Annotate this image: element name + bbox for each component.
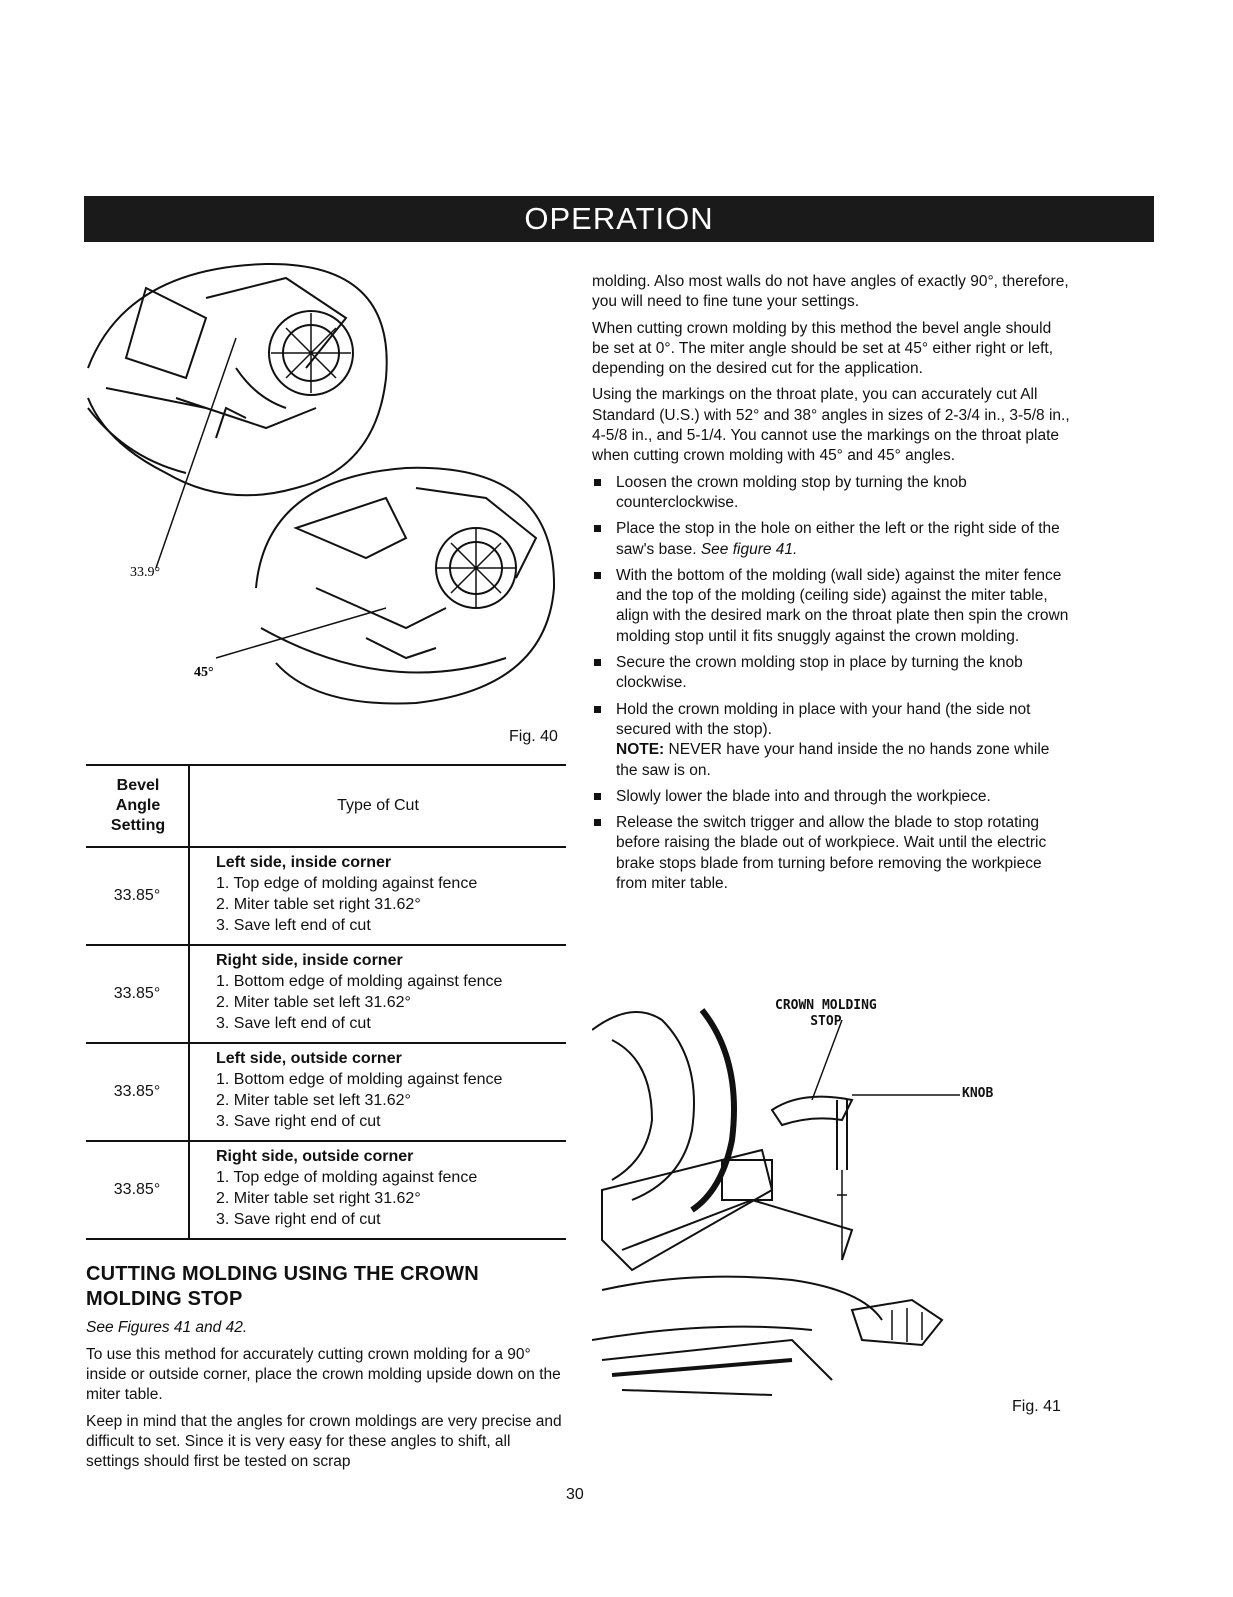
label-line: CROWN MOLDING [775, 998, 877, 1013]
header-type-of-cut: Type of Cut [337, 797, 419, 814]
angle-label-45: 45° [194, 665, 214, 680]
bullet-icon [594, 705, 601, 713]
section-title: CUTTING MOLDING USING THE CROWN MOLDING … [86, 1263, 479, 1310]
row-title: Right side, outside corner [216, 1148, 414, 1165]
list-item-text: Secure the crown molding stop in place b… [616, 654, 1023, 692]
list-item-text: With the bottom of the molding (wall sid… [616, 566, 1069, 645]
header-line-setting: Setting [110, 817, 166, 834]
right-paragraph-2: When cutting crown molding by this metho… [592, 319, 1054, 378]
section-header-bar: OPERATION [84, 196, 1154, 242]
row-angle: 33.85° [113, 1083, 161, 1100]
list-item: Slowly lower the blade into and through … [592, 787, 1072, 807]
list-item: Loosen the crown molding stop by turning… [592, 473, 1072, 514]
row-step: 1. Bottom edge of molding against fence [216, 973, 503, 990]
crown-molding-stop-label: CROWN MOLDING STOP [775, 998, 877, 1030]
row-step: 2. Miter table set right 31.62° [216, 1190, 421, 1207]
row-step: 3. Save left end of cut [216, 917, 371, 934]
list-item: Secure the crown molding stop in place b… [592, 653, 1072, 694]
page-number: 30 [566, 1486, 584, 1503]
table-header: Bevel Angle Setting Type of Cut [86, 764, 566, 846]
instruction-list: Loosen the crown molding stop by turning… [592, 473, 1072, 895]
list-item-text: Slowly lower the blade into and through … [616, 787, 991, 805]
row-step: 1. Bottom edge of molding against fence [216, 1071, 503, 1088]
table-bottom-rule [86, 1238, 566, 1240]
bullet-icon [594, 659, 601, 667]
table-column-divider [188, 764, 190, 1238]
list-item-text: Place the stop in the hole on either the… [616, 520, 1060, 558]
row-step: 1. Top edge of molding against fence [216, 875, 478, 892]
figure-40-illustration: 33.9° 45° [87, 262, 556, 705]
figure-40-caption: Fig. 40 [509, 728, 558, 745]
left-paragraph-1: To use this method for accurately cuttin… [86, 1346, 561, 1403]
row-step: 2. Miter table set right 31.62° [216, 896, 421, 913]
bullet-icon [594, 819, 601, 827]
note-text: NEVER have your hand inside the no hands… [616, 741, 1050, 779]
right-body-text: molding. Also most walls do not have ang… [592, 272, 1072, 900]
right-paragraph-1: molding. Also most walls do not have ang… [592, 273, 1069, 311]
row-step: 3. Save right end of cut [216, 1113, 381, 1130]
note-label: NOTE: [616, 741, 665, 759]
label-line: STOP [810, 1014, 842, 1029]
list-item: Place the stop in the hole on either the… [592, 519, 1072, 560]
figure-41-illustration [592, 1008, 960, 1396]
table-row: 33.85° Left side, outside corner 1. Bott… [86, 1042, 566, 1140]
table-row: 33.85° Right side, outside corner 1. Top… [86, 1140, 566, 1238]
row-title: Left side, inside corner [216, 854, 392, 871]
list-item-text: Loosen the crown molding stop by turning… [616, 473, 967, 511]
header-bevel-angle-setting: Bevel Angle Setting [86, 766, 190, 846]
list-item: Release the switch trigger and allow the… [592, 813, 1072, 894]
list-item-text: Release the switch trigger and allow the… [616, 814, 1047, 893]
row-cut-description: Right side, inside corner 1. Bottom edge… [216, 950, 502, 1034]
row-step: 3. Save right end of cut [216, 1211, 381, 1228]
angle-label-33-9: 33.9° [130, 565, 160, 580]
row-angle: 33.85° [113, 1181, 161, 1198]
left-paragraph-2: Keep in mind that the angles for crown m… [86, 1413, 562, 1470]
list-item: With the bottom of the molding (wall sid… [592, 566, 1072, 647]
row-step: 2. Miter table set left 31.62° [216, 994, 411, 1011]
figure-41-caption: Fig. 41 [1012, 1398, 1061, 1415]
row-step: 2. Miter table set left 31.62° [216, 1092, 411, 1109]
table-row: 33.85° Right side, inside corner 1. Bott… [86, 944, 566, 1042]
row-title: Right side, inside corner [216, 952, 403, 969]
right-paragraph-3: Using the markings on the throat plate, … [592, 386, 1070, 465]
row-angle: 33.85° [113, 887, 161, 904]
knob-label: KNOB [962, 1086, 994, 1101]
see-figures-reference: See Figures 41 and 42. [86, 1319, 248, 1336]
bullet-icon [594, 478, 601, 486]
list-item-text: Hold the crown molding in place with you… [616, 700, 1031, 738]
row-cut-description: Left side, inside corner 1. Top edge of … [216, 852, 477, 936]
figure-reference: See figure 41. [700, 540, 798, 558]
row-cut-description: Right side, outside corner 1. Top edge o… [216, 1146, 477, 1230]
row-step: 3. Save left end of cut [216, 1015, 371, 1032]
bullet-icon [594, 525, 601, 533]
bullet-icon [594, 571, 601, 579]
row-cut-description: Left side, outside corner 1. Bottom edge… [216, 1048, 502, 1132]
list-item: Hold the crown molding in place with you… [592, 700, 1072, 781]
row-step: 1. Top edge of molding against fence [216, 1169, 478, 1186]
header-line-angle: Angle [115, 797, 161, 814]
bullet-icon [594, 792, 601, 800]
row-title: Left side, outside corner [216, 1050, 402, 1067]
bevel-angle-table: Bevel Angle Setting Type of Cut 33.85° L… [86, 764, 566, 1240]
header-line-bevel: Bevel [116, 777, 160, 794]
row-angle: 33.85° [113, 985, 161, 1002]
left-body-text: See Figures 41 and 42. To use this metho… [86, 1318, 566, 1479]
table-row: 33.85° Left side, inside corner 1. Top e… [86, 846, 566, 944]
